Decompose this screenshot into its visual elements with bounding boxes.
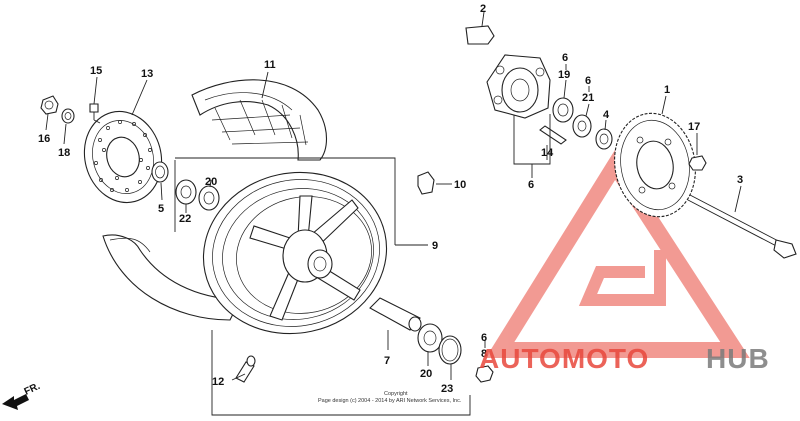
callout-7: 7 xyxy=(384,355,390,367)
callout-12: 12 xyxy=(212,376,224,388)
callout-22: 22 xyxy=(179,213,191,225)
watermark-text-main: AUTOMOTO xyxy=(479,343,649,374)
callout-15: 15 xyxy=(90,65,102,77)
front-label: FR. xyxy=(23,381,42,398)
callout-19: 19 xyxy=(558,69,570,81)
callout-13: 13 xyxy=(141,68,153,80)
callout-17: 17 xyxy=(688,121,700,133)
callout-8: 8 xyxy=(481,348,487,360)
callout-16: 16 xyxy=(38,133,50,145)
callout-6-bottom: 6 xyxy=(481,332,487,344)
fender-hugger xyxy=(191,79,328,161)
seal-21 xyxy=(572,114,592,138)
callout-5: 5 xyxy=(158,203,164,215)
callout-6-flange: 6 xyxy=(528,179,534,191)
copyright-notice: Copyright Page design (c) 2004 - 2014 by… xyxy=(318,391,462,404)
rear-axle xyxy=(687,194,797,259)
rear-wheel xyxy=(202,171,388,335)
watermark-logo xyxy=(485,150,750,358)
bearing-20-right xyxy=(417,323,443,353)
disc-bolt-15 xyxy=(89,103,101,124)
callout-3: 3 xyxy=(737,174,743,186)
sprocket-nut-8 xyxy=(475,365,494,383)
washer-18 xyxy=(61,108,75,124)
watermark-text-hub: HUB xyxy=(706,343,770,374)
callout-6-top: 6 xyxy=(562,52,568,64)
callout-10: 10 xyxy=(454,179,466,191)
tire-valve xyxy=(235,355,256,383)
callout-1: 1 xyxy=(664,84,670,96)
driven-flange xyxy=(486,54,551,119)
callout-14: 14 xyxy=(541,147,554,159)
wheel-assembly-bracket xyxy=(174,157,471,416)
callout-4: 4 xyxy=(603,109,610,121)
bearing-22 xyxy=(175,179,197,205)
driven-sprocket xyxy=(614,112,696,218)
callout-11: 11 xyxy=(264,59,276,71)
disc-bolt-nut xyxy=(40,95,59,115)
callout-2: 2 xyxy=(480,3,486,15)
brake-disc xyxy=(83,110,163,204)
callout-6-mid: 6 xyxy=(585,75,591,87)
callout-21: 21 xyxy=(582,92,594,104)
callout-9: 9 xyxy=(432,240,438,252)
collar-4 xyxy=(595,128,613,150)
o-ring-23 xyxy=(438,335,462,365)
damper-rubber xyxy=(465,25,495,45)
copyright-line-1: Copyright xyxy=(384,391,408,397)
bearing-19 xyxy=(552,97,574,123)
callout-20-right: 20 xyxy=(420,368,432,380)
balance-weight-clip xyxy=(417,171,435,195)
watermark-wordmark: AUTOMOTO HUB xyxy=(479,343,770,374)
distance-collar xyxy=(369,297,422,332)
bearing-20-left xyxy=(198,185,220,211)
leader-lines xyxy=(45,11,742,381)
copyright-line-2: Page design (c) 2004 - 2014 by ARI Netwo… xyxy=(318,398,462,404)
stud-bolt-14 xyxy=(539,125,567,145)
nut-17 xyxy=(688,155,707,171)
callout-18: 18 xyxy=(58,147,70,159)
callout-23: 23 xyxy=(441,383,453,395)
callout-labels: 1 2 3 4 5 6 6 6 6 7 8 9 10 11 12 13 14 1… xyxy=(38,3,743,395)
callout-20-left: 20 xyxy=(205,176,217,188)
front-direction-arrow: FR. xyxy=(2,381,42,410)
dust-seal-5 xyxy=(151,161,169,183)
